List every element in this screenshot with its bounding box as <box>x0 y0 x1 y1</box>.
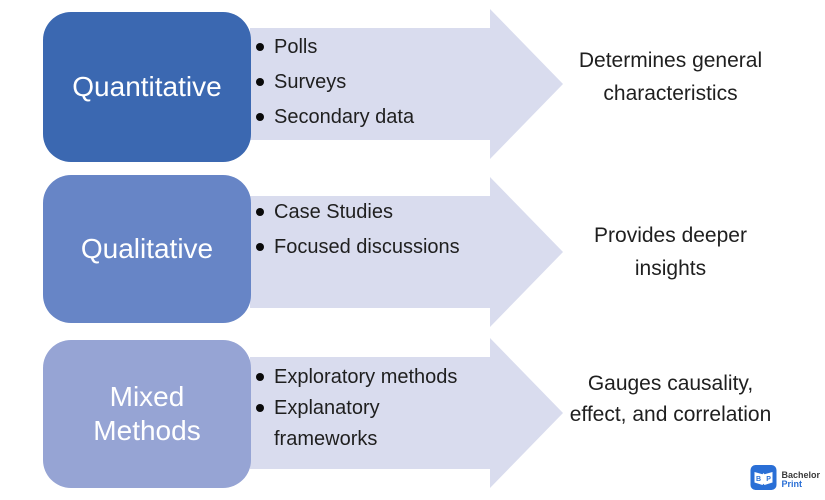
method-description: Determines general characteristics <box>578 49 763 105</box>
method-bullet-list: Exploratory methods Explanatory framewor… <box>253 362 483 455</box>
svg-text:B: B <box>756 476 761 483</box>
right-arrow-shape <box>250 9 563 159</box>
bullet-item: Surveys <box>253 65 513 100</box>
method-box-mixed-methods: Mixed Methods <box>43 340 251 488</box>
logo-wordmark: Bachelor Print <box>781 471 820 489</box>
method-label: Mixed Methods <box>93 381 201 446</box>
bullet-item: Explanatory frameworks <box>253 393 483 455</box>
arrow-polygon <box>250 177 563 327</box>
method-box-qualitative: Qualitative <box>43 175 251 323</box>
right-arrow-shape <box>250 177 563 327</box>
logo-text-print: Print <box>781 479 802 489</box>
bullet-item: Exploratory methods <box>253 362 483 393</box>
bullet-item: Polls <box>253 30 513 65</box>
arrow-polygon <box>250 338 563 488</box>
bullet-item: Focused discussions <box>253 230 513 265</box>
bullet-item: Secondary data <box>253 100 513 135</box>
method-bullet-list: Case Studies Focused discussions <box>253 195 513 265</box>
method-description: Provides deeper insights <box>594 224 747 280</box>
open-book-bp-icon: B P <box>750 464 777 496</box>
bachelorprint-logo: B P Bachelor Print <box>750 464 820 496</box>
svg-text:P: P <box>767 476 772 483</box>
method-bullet-list: Polls Surveys Secondary data <box>253 30 513 135</box>
logo-text-bachelor: Bachelor <box>781 470 820 480</box>
method-label: Qualitative <box>80 233 214 264</box>
method-description: Gauges causality, effect, and correlatio… <box>569 372 772 426</box>
method-label: Quantitative <box>72 71 222 102</box>
right-arrow-shape <box>250 338 563 488</box>
bullet-item: Case Studies <box>253 195 513 230</box>
method-box-quantitative: Quantitative <box>43 12 251 162</box>
arrow-polygon <box>250 9 563 159</box>
